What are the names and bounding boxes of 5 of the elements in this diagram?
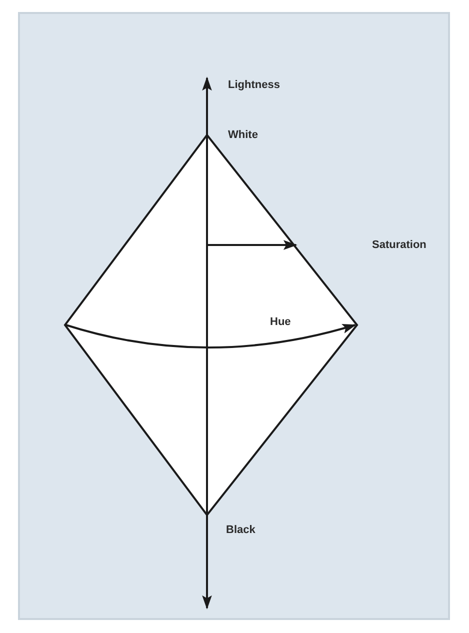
axis-label: White — [228, 129, 258, 142]
axis-label: Lightness — [228, 79, 280, 92]
axis-label: Black — [226, 524, 256, 537]
axis-label: Hue — [270, 316, 291, 329]
axis-label: Saturation — [372, 239, 426, 252]
